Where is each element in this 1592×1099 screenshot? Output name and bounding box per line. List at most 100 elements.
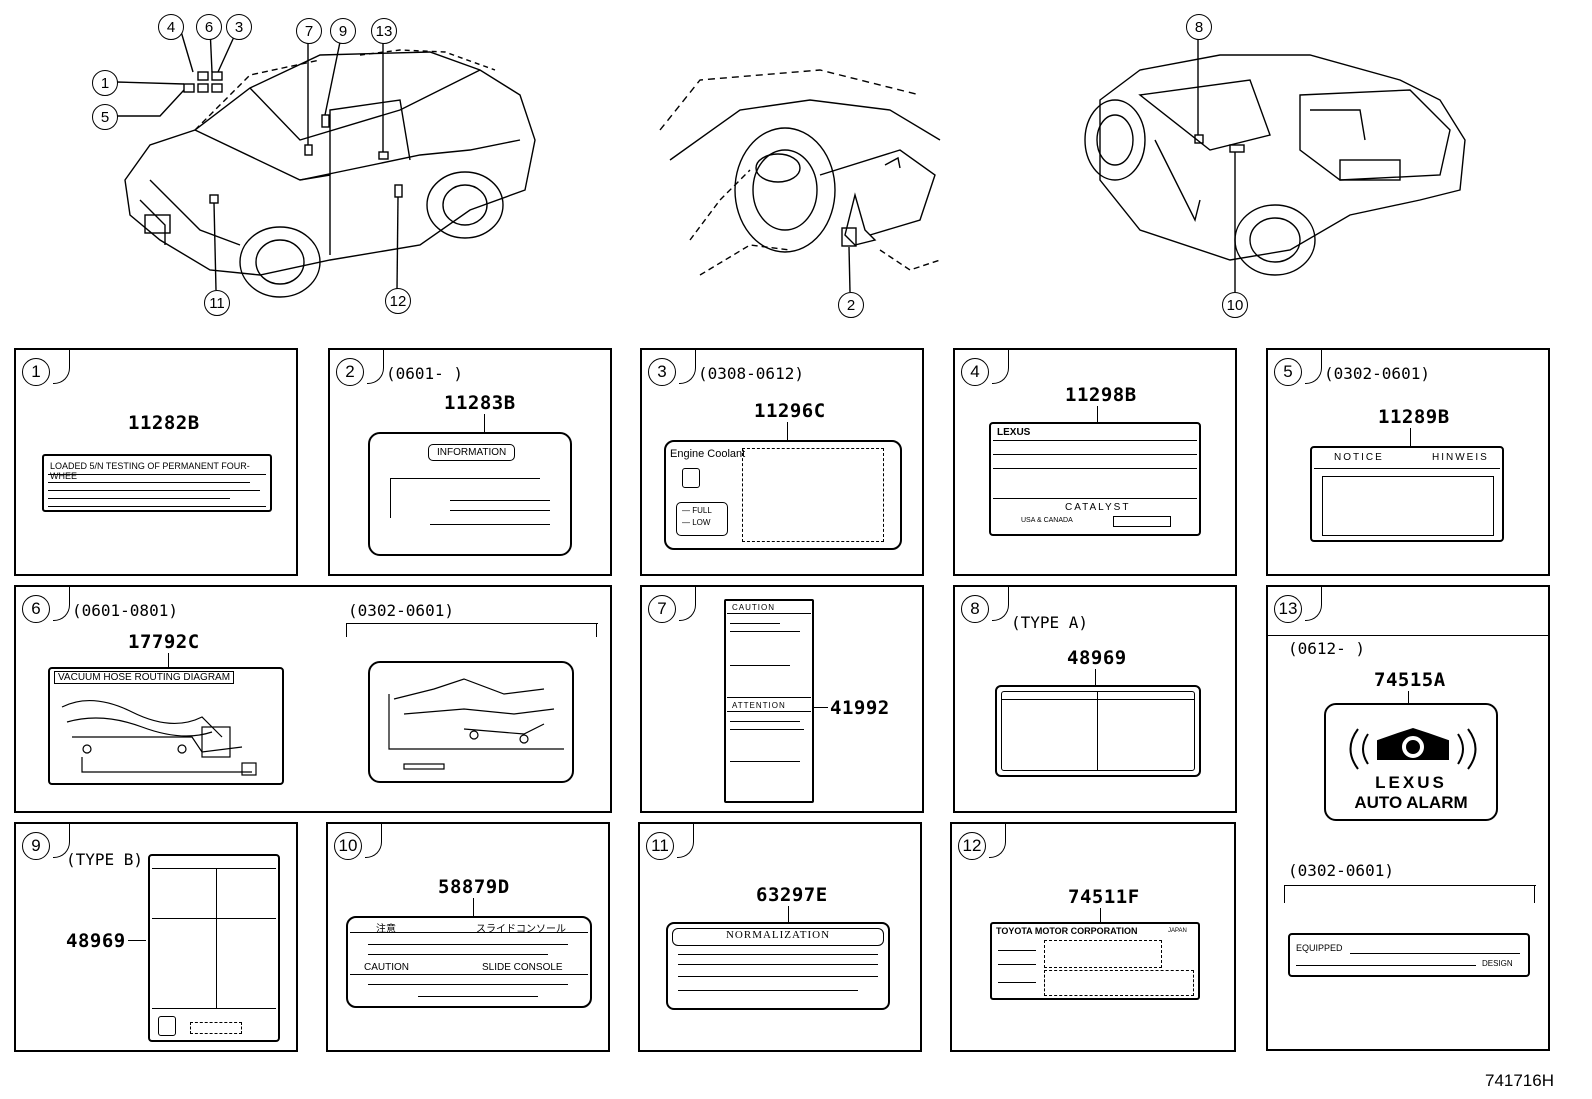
item-number: 11 (646, 823, 694, 860)
item-number: 10 (334, 823, 382, 860)
item-number: 8 (961, 586, 1009, 623)
date-range: (0302-0601) (1324, 364, 1430, 383)
date-range-2: (0302-0601) (348, 601, 454, 620)
brand-text: LEXUS (997, 427, 1031, 438)
panel-11: 11 63297E NORMALIZATION (638, 822, 922, 1052)
part-number: 41992 (830, 697, 890, 719)
panel-3: 3 (0308-0612) 11296C Engine Coolant — FU… (640, 348, 924, 576)
region-text: USA & CANADA (1021, 517, 1073, 524)
label-74515A: LEXUS AUTO ALARM (1324, 703, 1498, 821)
type-label: (TYPE B) (66, 850, 144, 869)
callout-12: 12 (385, 288, 411, 314)
panel-1: 1 11282B LOADED 5/N TESTING OF PERMANENT… (14, 348, 298, 576)
label-74511F: TOYOTA MOTOR CORPORATION JAPAN (990, 922, 1200, 1000)
callout-4: 4 (158, 14, 184, 40)
panel-10: 10 58879D 注意 スライドコンソール CAUTION SLIDE CON… (326, 822, 610, 1052)
panel-12: 12 74511F TOYOTA MOTOR CORPORATION JAPAN (950, 822, 1236, 1052)
jp-warning: 注意 (376, 924, 396, 935)
attention-text: ATTENTION (732, 701, 786, 710)
label-11298B: LEXUS CATALYST USA & CANADA (989, 422, 1201, 536)
date-range-1: (0612- ) (1288, 639, 1366, 658)
figure-code: 741716H (1484, 1071, 1554, 1090)
brand-text: LEXUS (1375, 773, 1447, 792)
item-number: 7 (648, 586, 696, 623)
label-17792C-old (368, 661, 574, 783)
item-number: 6 (22, 586, 70, 623)
callout-2: 2 (838, 292, 864, 318)
part-number: 11298B (1065, 384, 1137, 406)
item-number: 12 (958, 823, 1006, 860)
panel-8: 8 (TYPE A) 48969 (953, 585, 1237, 813)
panel-7: 7 CAUTION ATTENTION 41992 (640, 585, 924, 813)
part-number: 11282B (128, 412, 200, 434)
date-range: (0601- ) (386, 364, 464, 383)
panel-2: 2 (0601- ) 11283B INFORMATION (328, 348, 612, 576)
callout-1: 1 (92, 70, 118, 96)
panel-5: 5 (0302-0601) 11289B NOTICE HINWEIS (1266, 348, 1550, 576)
date-range-1: (0601-0801) (72, 601, 178, 620)
label-text: TOYOTA MOTOR CORPORATION (996, 926, 1138, 936)
callout-10: 10 (1222, 292, 1248, 318)
panel-13: 13 (0612- ) 74515A LEXUS AUTO ALARM (030… (1266, 585, 1550, 1051)
alarm-text: AUTO ALARM (1354, 793, 1468, 812)
item-number: 1 (22, 349, 70, 386)
jp-slide-console: スライドコンソール (476, 924, 566, 935)
panel-6: 6 (0601-0801) 17792C VACUUM HOSE ROUTING… (14, 585, 612, 813)
callout-8: 8 (1186, 14, 1212, 40)
catalyst-text: CATALYST (1065, 502, 1131, 513)
part-number: 48969 (1067, 647, 1127, 669)
part-number: 74515A (1374, 669, 1446, 691)
label-11296C: Engine Coolant — FULL — LOW (664, 440, 902, 550)
caution-text: CAUTION (364, 962, 409, 973)
part-number: 74511F (1068, 886, 1140, 908)
callout-11: 11 (204, 290, 230, 316)
callout-3: 3 (226, 14, 252, 40)
label-text: VACUUM HOSE ROUTING DIAGRAM (54, 671, 235, 684)
panel-4: 4 11298B LEXUS CATALYST USA & CANADA (953, 348, 1237, 576)
label-11282B: LOADED 5/N TESTING OF PERMANENT FOUR-WHE… (42, 454, 272, 512)
item-number: 13 (1274, 586, 1322, 623)
caution-text: CAUTION (732, 603, 775, 612)
callout-5: 5 (92, 104, 118, 130)
hinweis-text: HINWEIS (1432, 452, 1489, 463)
japan-text: JAPAN (1168, 928, 1187, 934)
label-74515A-old: EQUIPPED DESIGN (1288, 933, 1530, 977)
part-number: 11296C (754, 400, 826, 422)
label-58879D: 注意 スライドコンソール CAUTION SLIDE CONSOLE (346, 916, 592, 1008)
label-48969-a (995, 685, 1201, 777)
slide-console-text: SLIDE CONSOLE (482, 962, 563, 973)
label-text: LOADED 5/N TESTING OF PERMANENT FOUR-WHE… (50, 461, 250, 481)
part-number: 58879D (438, 876, 510, 898)
full-mark: — FULL (682, 506, 712, 515)
part-number: 11283B (444, 392, 516, 414)
item-number: 4 (961, 349, 1009, 386)
item-number: 9 (22, 823, 70, 860)
part-number: 17792C (128, 631, 200, 653)
label-text: NORMALIZATION (672, 928, 884, 946)
panel-9: 9 (TYPE B) 48969 (14, 822, 298, 1052)
label-17792C: VACUUM HOSE ROUTING DIAGRAM (48, 667, 284, 785)
callout-6: 6 (196, 14, 222, 40)
callout-9: 9 (330, 18, 356, 44)
item-number: 2 (336, 349, 384, 386)
part-number: 48969 (66, 930, 126, 952)
label-63297E: NORMALIZATION (666, 922, 890, 1010)
notice-text: NOTICE (1334, 452, 1384, 463)
callout-7: 7 (296, 18, 322, 44)
date-range: (0308-0612) (698, 364, 804, 383)
design-text: DESIGN (1482, 959, 1513, 968)
date-range-2: (0302-0601) (1288, 861, 1394, 880)
item-number: 5 (1274, 349, 1322, 386)
type-label: (TYPE A) (1011, 613, 1089, 632)
part-number: 63297E (756, 884, 828, 906)
item-number: 3 (648, 349, 696, 386)
label-48969-b (148, 854, 280, 1042)
low-mark: — LOW (682, 518, 711, 527)
label-11283B: INFORMATION (368, 432, 572, 556)
equipped-text: EQUIPPED (1296, 943, 1343, 953)
callout-13: 13 (371, 18, 397, 44)
label-text: Engine Coolant (670, 448, 746, 460)
label-text: INFORMATION (428, 444, 516, 461)
label-11289B: NOTICE HINWEIS (1310, 446, 1504, 542)
part-number: 11289B (1378, 406, 1450, 428)
